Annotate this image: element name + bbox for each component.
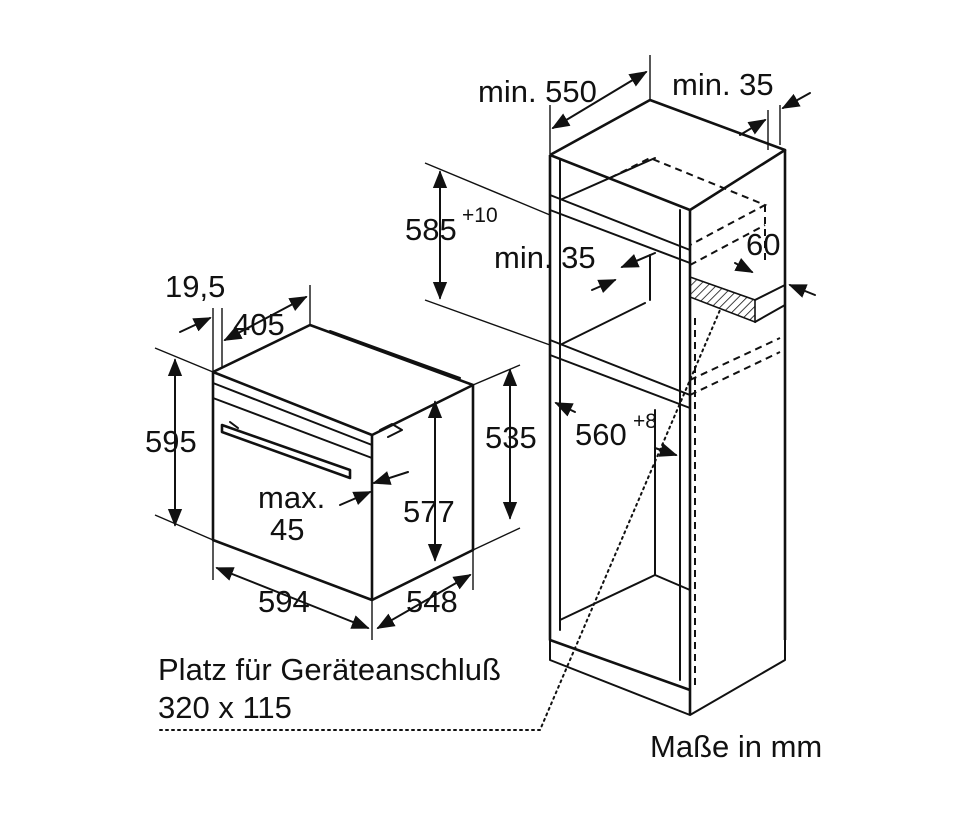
- cabinet-niche-height-tolerance: +10: [462, 204, 498, 227]
- oven-max-label: max.: [258, 480, 325, 515]
- cabinet-drawing: [548, 98, 787, 716]
- oven-height-label: 595: [145, 424, 197, 459]
- cabinet-vent-height-label: 60: [746, 227, 780, 262]
- cabinet-min-gap-label: min. 35: [494, 240, 596, 275]
- oven-top-depth-label: 405: [233, 307, 285, 342]
- cabinet-min-back-gap-label: min. 35: [672, 67, 774, 102]
- oven-width-label: 594: [258, 584, 310, 619]
- units-note: Maße in mm: [650, 729, 822, 764]
- oven-body-height-label: 535: [485, 420, 537, 455]
- cabinet-niche-height-label: 585: [405, 212, 457, 247]
- cabinet-niche-width-label: 560: [575, 417, 627, 452]
- oven-inner-height-label: 577: [403, 494, 455, 529]
- oven-max-value: 45: [270, 512, 304, 547]
- oven-depth-label: 548: [406, 584, 458, 619]
- oven-dimension-lines: [154, 285, 521, 640]
- connection-note-line2: 320 x 115: [158, 690, 292, 725]
- cabinet-niche-width-tolerance: +8: [633, 410, 657, 433]
- cabinet-dimension-lines: [424, 55, 816, 457]
- oven-side-offset-label: 19,5: [165, 269, 225, 304]
- connection-note-line1: Platz für Geräteanschluß: [158, 652, 501, 687]
- cabinet-min-depth-label: min. 550: [478, 74, 597, 109]
